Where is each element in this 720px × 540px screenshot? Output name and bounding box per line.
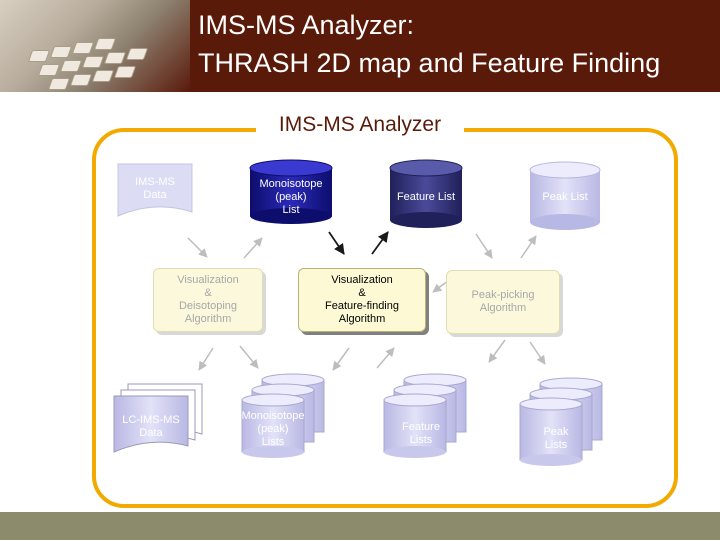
peak-lists-line1: Peak [543,426,569,438]
peak-picking-line1: Peak-picking [471,289,535,301]
monoisotope-lists-line3: Lists [261,436,285,448]
lc-ims-ms-data-label: LC-IMS-MS Data [114,414,188,440]
peak-lists-line2: Lists [544,439,568,451]
vis-feature-finding-line1: Visualization [331,274,393,286]
monoisotope-list-cylinder [249,159,333,224]
vis-deisotoping-box: Visualization & Deisotoping Algorithm [153,268,263,332]
frame-title: IMS-MS Analyzer [256,113,464,137]
vis-feature-finding-line4: Algorithm [338,313,386,325]
vis-deisotoping-line3: Deisotoping [178,300,238,312]
lc-ims-ms-data-line2: Data [139,427,163,439]
monoisotope-lists-line1: Monoisotope [241,410,305,422]
monoisotope-list-line3: List [282,204,300,216]
monoisotope-lists-label: Monoisotope (peak) Lists [236,410,310,449]
active-arrows [328,231,389,255]
monoisotope-lists-line2: (peak) [257,423,289,435]
feature-list-label: Feature List [396,191,456,203]
lc-ims-ms-data-line1: LC-IMS-MS [122,414,180,426]
peak-lists-cylinders [519,377,603,466]
peak-list-label: Peak List [542,191,588,203]
header-banner: IMS-MS Analyzer: THRASH 2D map and Featu… [0,0,720,92]
feature-lists-line2: Lists [409,434,433,446]
vis-feature-finding-line3: Feature-finding [325,300,399,312]
vis-feature-finding-line2: & [358,287,366,299]
vis-deisotoping-line4: Algorithm [184,313,232,325]
ims-ms-data-line2: Data [143,189,167,201]
vis-feature-finding-box: Visualization & Feature-finding Algorith… [298,268,426,332]
monoisotope-list-line1: Monoisotope [259,178,323,190]
page-title-line1: IMS-MS Analyzer: [198,10,415,40]
keyboard-photo [0,0,190,92]
vis-deisotoping-line1: Visualization [177,274,239,286]
peak-picking-box: Peak-picking Algorithm [446,270,560,334]
monoisotope-list-line2: (peak) [275,191,307,203]
monoisotope-list-label: Monoisotope (peak) List [246,178,336,217]
feature-lists-line1: Feature [402,421,440,433]
ims-ms-data-line1: IMS-MS [135,176,175,188]
feature-lists-label: Feature Lists [384,421,458,447]
page-title-line2: THRASH 2D map and Feature Finding [198,48,661,78]
peak-lists-label: Peak Lists [519,426,593,452]
feature-lists-cylinders [383,373,467,458]
vis-deisotoping-line2: & [204,287,212,299]
ims-ms-data-document [117,163,193,217]
monoisotope-lists-cylinders [241,373,325,458]
peak-list-cylinder [529,161,601,230]
feature-list-cylinder [389,159,463,228]
peak-picking-line2: Algorithm [479,302,527,314]
ims-ms-data-label: IMS-MS Data [118,176,192,202]
lc-ims-ms-data-documents [113,383,203,453]
footer-bar [0,512,720,540]
